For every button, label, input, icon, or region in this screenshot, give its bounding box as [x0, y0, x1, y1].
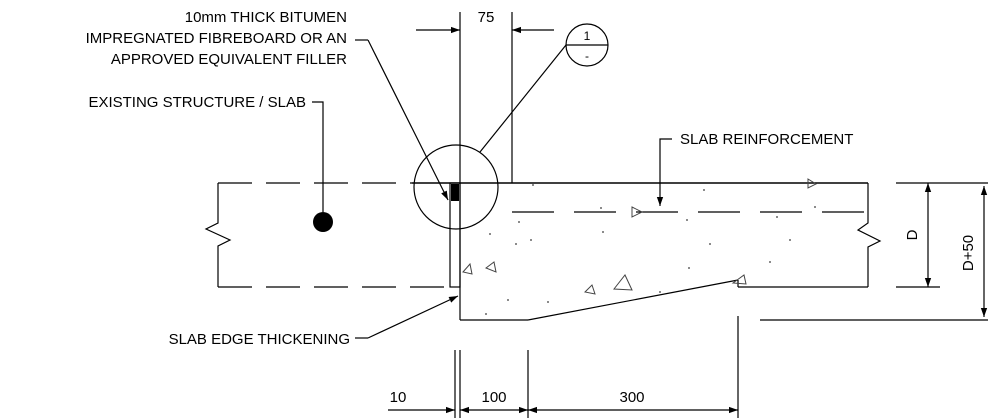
- dimension-d-plus-50: D+50: [760, 186, 988, 321]
- dim-75-text: 75: [478, 9, 495, 26]
- svg-text:SLAB REINFORCEMENT: SLAB REINFORCEMENT: [680, 131, 853, 148]
- svg-text:EXISTING STRUCTURE / SLAB: EXISTING STRUCTURE / SLAB: [88, 94, 306, 111]
- svg-text:IMPREGNATED FIBREBOARD OR AN: IMPREGNATED FIBREBOARD OR AN: [86, 30, 347, 47]
- dim-10-text: 10: [390, 389, 407, 406]
- joint-filler: [449, 182, 461, 288]
- dim-d-text: D: [904, 229, 921, 240]
- dimension-75: 75: [416, 9, 554, 183]
- bottom-dimensions: 10 100 300: [388, 316, 739, 418]
- dimension-d: D: [896, 182, 988, 288]
- edge-thickening-label: SLAB EDGE THICKENING: [169, 295, 459, 348]
- dim-100-text: 100: [481, 389, 506, 406]
- detail-circle: [413, 144, 499, 230]
- existing-slab: [204, 182, 455, 288]
- concrete-hatch: [462, 178, 818, 315]
- detail-sheet: -: [585, 49, 589, 63]
- filler-label: 10mm THICK BITUMEN IMPREGNATED FIBREBOAR…: [86, 9, 449, 201]
- svg-text:APPROVED EQUIVALENT FILLER: APPROVED EQUIVALENT FILLER: [111, 51, 347, 68]
- new-slab: [412, 178, 882, 321]
- existing-structure-label: EXISTING STRUCTURE / SLAB: [88, 94, 324, 212]
- svg-text:SLAB EDGE THICKENING: SLAB EDGE THICKENING: [169, 331, 350, 348]
- reinforcement-label: SLAB REINFORCEMENT: [656, 131, 853, 206]
- detail-number: 1: [584, 29, 591, 43]
- dim-d50-text: D+50: [960, 235, 977, 271]
- existing-rebar-dot: [313, 212, 333, 232]
- detail-callout[interactable]: 1 -: [413, 23, 609, 230]
- dim-300-text: 300: [619, 389, 644, 406]
- svg-text:10mm THICK BITUMEN: 10mm THICK BITUMEN: [185, 9, 347, 26]
